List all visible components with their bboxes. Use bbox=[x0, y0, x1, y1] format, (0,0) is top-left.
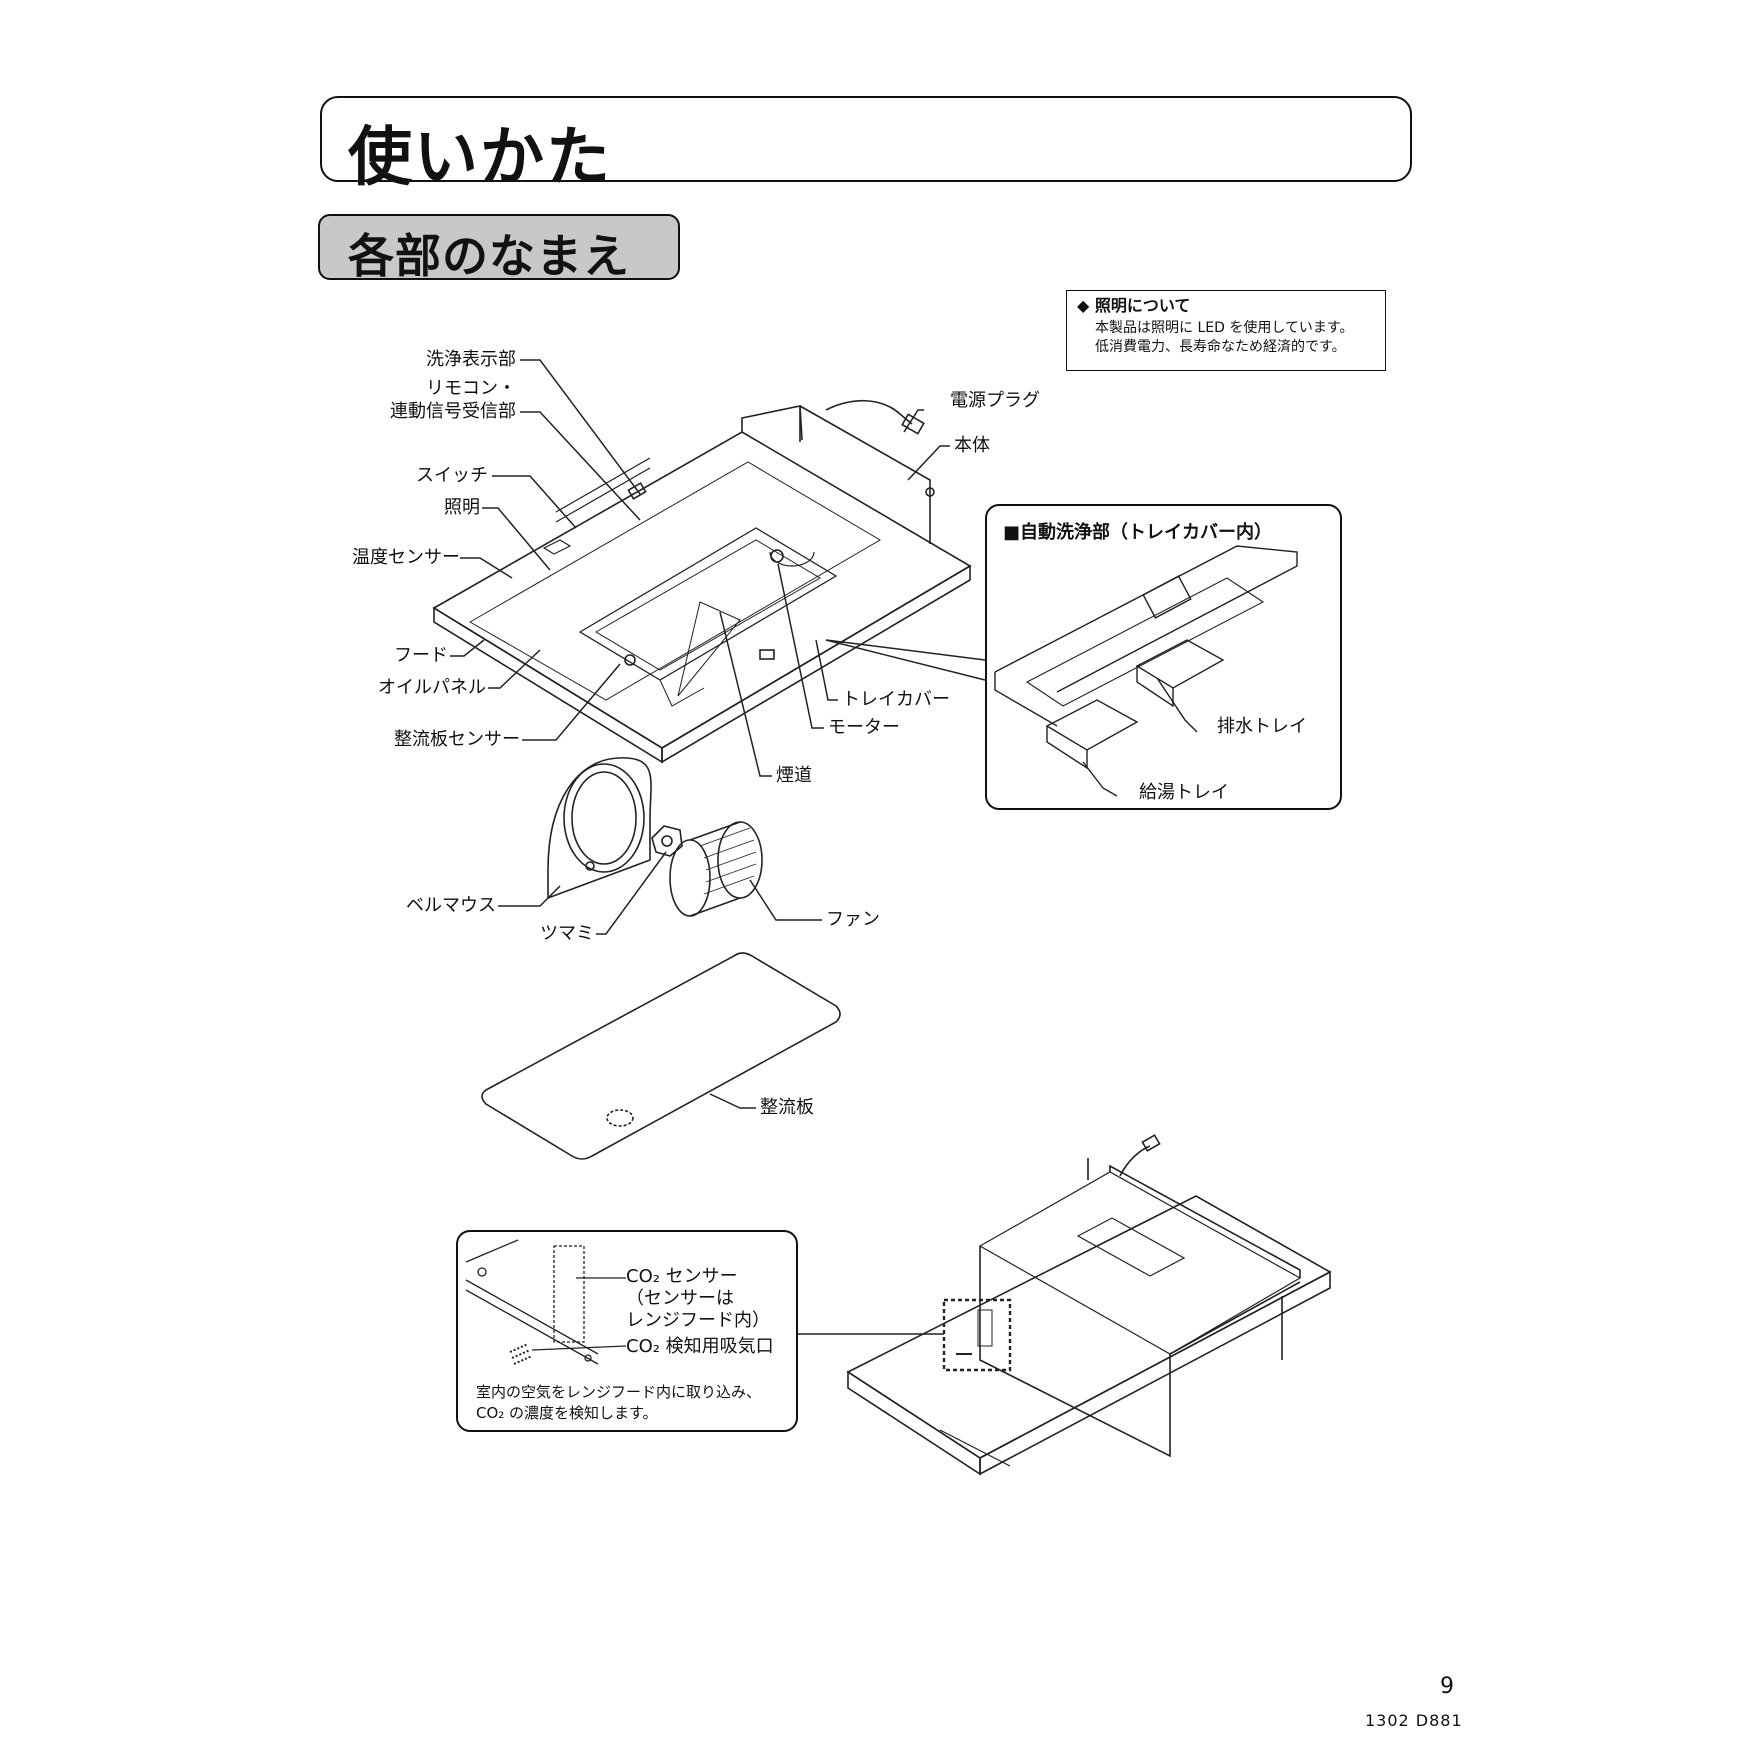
label-body: 本体 bbox=[954, 435, 990, 456]
label-switch: スイッチ bbox=[416, 465, 488, 486]
label-co2-intake: CO₂ 検知用吸気口 bbox=[626, 1336, 774, 1357]
lighting-note-heading: ◆ 照明について bbox=[1077, 296, 1191, 315]
co2-inset-drawing bbox=[465, 1239, 627, 1365]
label-light: 照明 bbox=[444, 497, 480, 518]
label-temp-sensor: 温度センサー bbox=[352, 547, 460, 568]
label-wash-display: 洗浄表示部 bbox=[426, 349, 516, 370]
label-supply-tray: 給湯トレイ bbox=[1139, 782, 1229, 803]
co2-description-line1: 室内の空気をレンジフード内に取り込み、 bbox=[476, 1383, 762, 1401]
label-knob: ツマミ bbox=[540, 923, 594, 944]
page-title-box: 使いかた bbox=[320, 96, 1412, 195]
lighting-note: ◆ 照明について 本製品は照明に LED を使用しています。 低消費電力、長寿命… bbox=[1066, 290, 1386, 371]
co2-description: 室内の空気をレンジフード内に取り込み、 CO₂ の濃度を検知します。 bbox=[476, 1382, 761, 1424]
hood-drawing bbox=[432, 399, 972, 764]
knob-drawing bbox=[651, 825, 683, 857]
auto-wash-drawing bbox=[994, 545, 1298, 797]
leader-lines bbox=[450, 359, 986, 1335]
label-power-plug: 電源プラグ bbox=[950, 390, 1040, 411]
co2-inset: CO₂ センサー （センサーは レンジフード内） CO₂ 検知用吸気口 室内の空… bbox=[456, 1230, 798, 1432]
page-title: 使いかた bbox=[348, 121, 612, 195]
flow-plate-drawing bbox=[481, 952, 841, 1160]
section-title-box: 各部のなまえ bbox=[318, 214, 680, 283]
label-hood: フード bbox=[394, 645, 448, 666]
label-remote-2: 連動信号受信部 bbox=[390, 401, 516, 422]
auto-wash-inset: ■自動洗浄部（トレイカバー内） 排水トレイ 給湯トレイ bbox=[985, 504, 1342, 810]
page-number: 9 bbox=[1440, 1674, 1454, 1699]
label-drain-tray: 排水トレイ bbox=[1217, 716, 1307, 737]
lighting-note-line2: 低消費電力、長寿命なため経済的です。 bbox=[1095, 339, 1346, 355]
lighting-note-line1: 本製品は照明に LED を使用しています。 bbox=[1095, 320, 1354, 336]
label-oil-panel: オイルパネル bbox=[378, 677, 486, 698]
document-code: 1302 D881 bbox=[1365, 1711, 1463, 1730]
label-flue: 煙道 bbox=[776, 765, 812, 786]
label-co2-sensor-note-1: （センサーは bbox=[626, 1288, 734, 1309]
bellmouth-drawing bbox=[547, 757, 652, 900]
co2-description-line2: CO₂ の濃度を検知します。 bbox=[476, 1404, 658, 1422]
label-fan: ファン bbox=[826, 909, 880, 930]
co2-unit-drawing bbox=[846, 1134, 1332, 1476]
label-remote-1: リモコン・ bbox=[426, 378, 516, 399]
label-co2-sensor-note-2: レンジフード内） bbox=[626, 1310, 770, 1331]
label-co2-sensor: CO₂ センサー bbox=[626, 1266, 738, 1287]
auto-wash-heading: ■自動洗浄部（トレイカバー内） bbox=[1003, 522, 1273, 543]
fan-drawing bbox=[669, 821, 763, 917]
label-bellmouth: ベルマウス bbox=[406, 895, 496, 916]
label-tray-cover: トレイカバー bbox=[842, 689, 950, 710]
label-motor: モーター bbox=[828, 717, 900, 738]
label-flow-sensor: 整流板センサー bbox=[394, 729, 520, 750]
label-flow-plate: 整流板 bbox=[760, 1097, 814, 1118]
section-title: 各部のなまえ bbox=[348, 229, 630, 283]
